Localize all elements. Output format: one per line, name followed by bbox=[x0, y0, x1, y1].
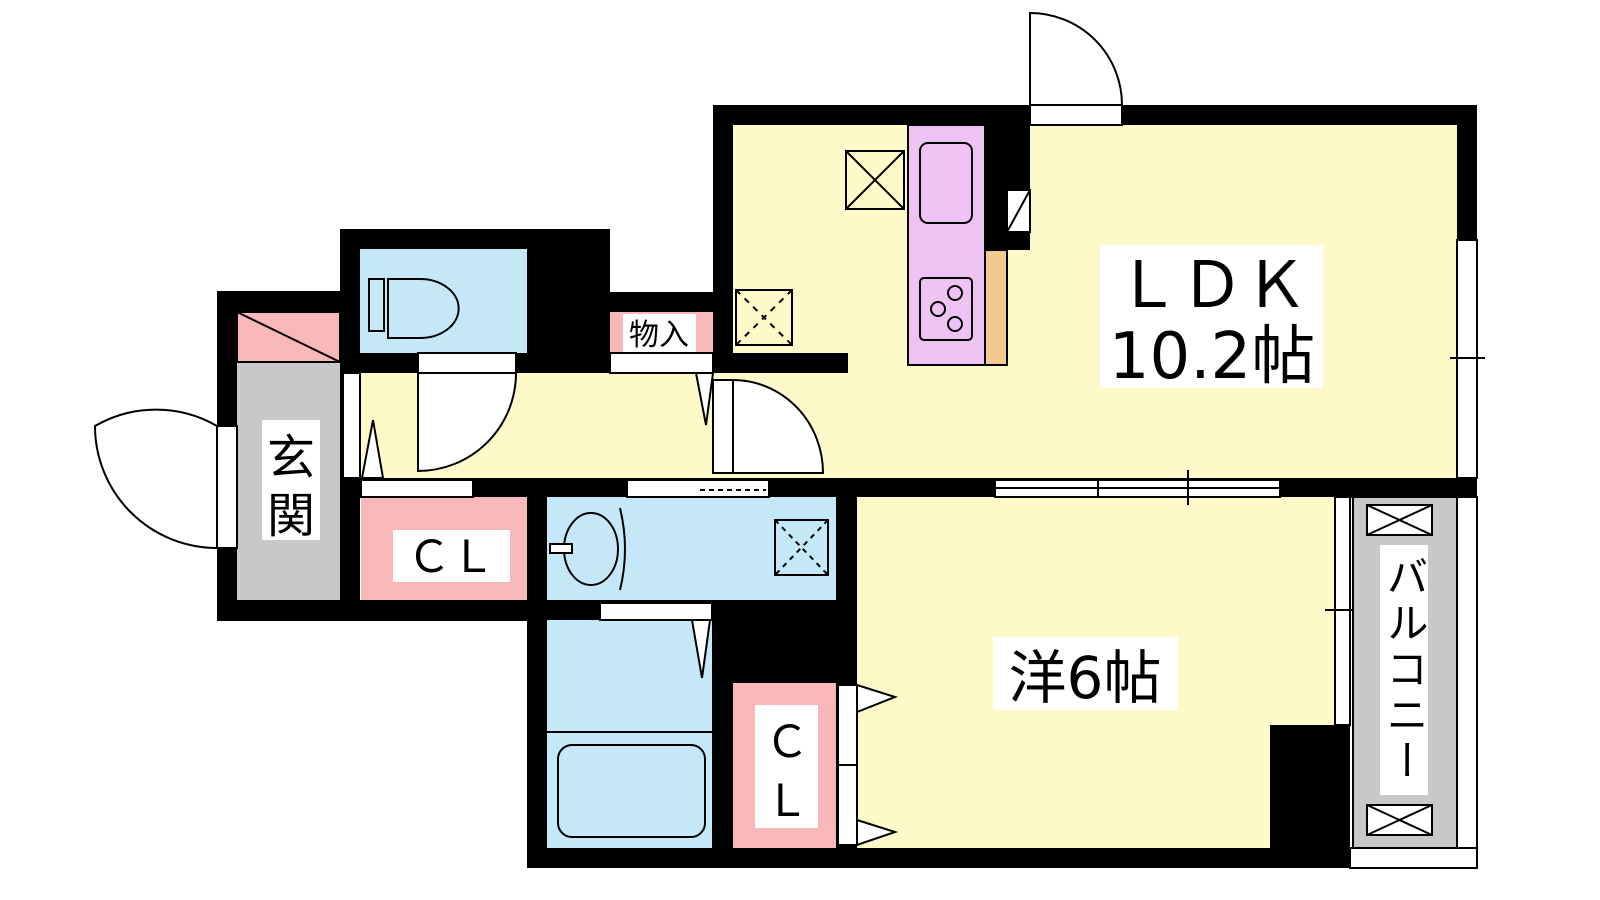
ldk-room bbox=[733, 125, 1457, 478]
closet-1-label: ＣＬ bbox=[407, 532, 495, 583]
entrance-label-2: 関 bbox=[267, 488, 315, 544]
entrance-label-1: 玄 bbox=[267, 430, 315, 486]
western-room-label: 洋6帖 bbox=[1009, 644, 1162, 712]
entry-door-top[interactable] bbox=[1029, 11, 1124, 126]
front-door[interactable] bbox=[93, 408, 238, 550]
closet-2-label-top: Ｃ bbox=[765, 717, 809, 768]
balcony-label: バルコニー bbox=[1380, 555, 1429, 785]
bathtub-icon bbox=[557, 744, 706, 838]
shoe-cabinet bbox=[236, 311, 341, 363]
toilet-room bbox=[360, 249, 527, 353]
bathroom bbox=[547, 620, 712, 848]
closet-2-doors[interactable] bbox=[837, 683, 899, 847]
closet-2-label-bottom: Ｌ bbox=[765, 776, 809, 827]
washbasin-icon bbox=[549, 507, 626, 591]
storage-door[interactable] bbox=[609, 352, 714, 374]
ldk-label: ＬＤＫ bbox=[1116, 249, 1308, 323]
vent-icon bbox=[735, 289, 793, 346]
ac-unit-icon bbox=[1366, 504, 1433, 836]
sink-icon bbox=[919, 142, 973, 224]
ldk-partition-wall bbox=[733, 353, 848, 373]
toilet-icon bbox=[368, 278, 460, 339]
stove-icon bbox=[919, 277, 973, 341]
hall bbox=[360, 373, 733, 478]
storage-box-icon bbox=[845, 150, 905, 210]
ldk-size-label: 10.2帖 bbox=[1109, 320, 1316, 394]
hall-window bbox=[342, 372, 361, 479]
storage-label: 物入 bbox=[629, 318, 689, 353]
counter-strip bbox=[984, 249, 1008, 366]
toilet-door[interactable] bbox=[417, 352, 518, 473]
closet-1-door[interactable] bbox=[360, 479, 474, 498]
ldk-door[interactable] bbox=[712, 378, 825, 474]
bathroom-door[interactable] bbox=[599, 602, 713, 621]
washroom-door[interactable] bbox=[626, 479, 770, 498]
washer-drain-icon bbox=[774, 519, 829, 576]
